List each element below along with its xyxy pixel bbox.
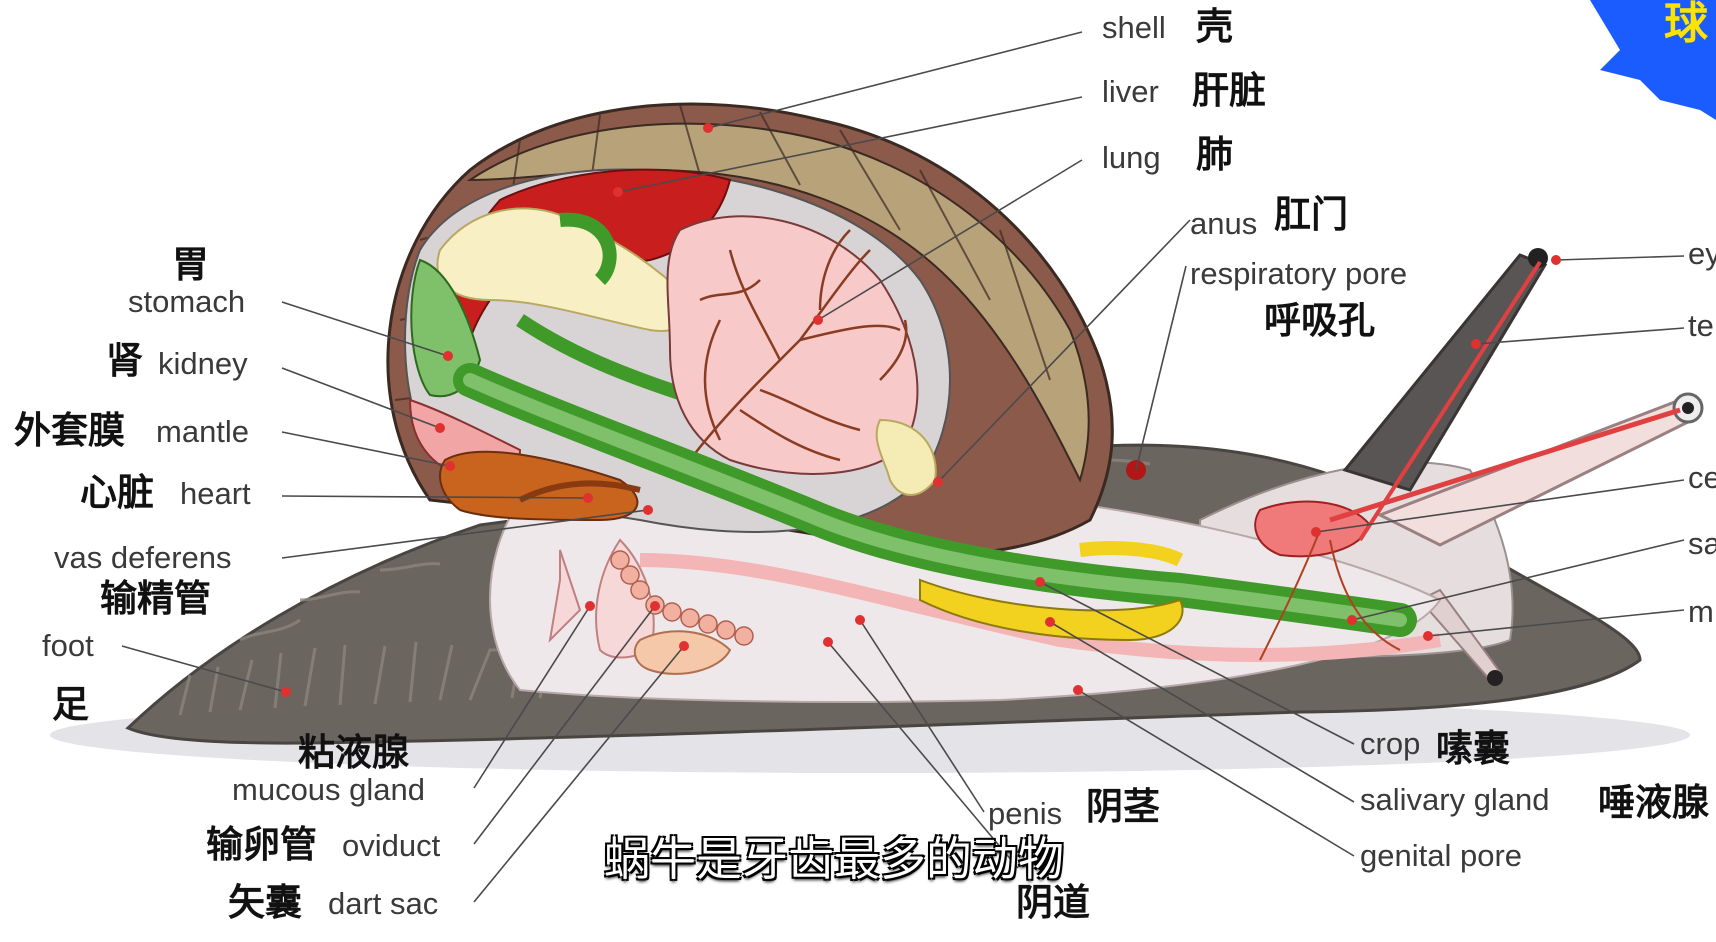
pin-dots bbox=[281, 123, 1561, 697]
label-salivary-gland-en: salivary gland bbox=[1360, 784, 1550, 815]
label-vagina-cn: 阴道 bbox=[1016, 884, 1090, 921]
video-subtitle: 蜗牛是牙齿最多的动物 bbox=[604, 836, 1064, 882]
label-salivary-gland-cn: 唾液腺 bbox=[1598, 784, 1709, 821]
label-respiratory-pore-en: respiratory pore bbox=[1190, 258, 1407, 289]
label-heart-en: heart bbox=[180, 478, 251, 509]
label-dart-sac-en: dart sac bbox=[328, 888, 438, 919]
label-tentacle-cut: te bbox=[1688, 310, 1714, 341]
label-cerebral-cut: ce bbox=[1688, 462, 1716, 493]
label-mucous-gland-cn: 粘液腺 bbox=[298, 734, 409, 771]
label-shell-en: shell bbox=[1102, 12, 1166, 43]
label-anus-cn: 肛门 bbox=[1274, 196, 1348, 233]
label-dart-sac-cn: 矢囊 bbox=[228, 884, 302, 921]
label-oviduct-cn: 输卵管 bbox=[206, 826, 317, 863]
label-foot-en: foot bbox=[42, 630, 94, 661]
label-eye-cut: ey bbox=[1688, 238, 1716, 269]
label-stomach-en: stomach bbox=[128, 286, 245, 317]
badge-text: 球 bbox=[1664, 2, 1708, 46]
label-mantle-cn: 外套膜 bbox=[14, 412, 125, 449]
label-genital-pore-en: genital pore bbox=[1360, 840, 1522, 871]
label-mouth-cut: m bbox=[1688, 596, 1714, 627]
label-foot-cn: 足 bbox=[52, 686, 89, 723]
label-lung-cn: 肺 bbox=[1196, 136, 1233, 173]
label-vas-deferens-en: vas deferens bbox=[54, 542, 232, 573]
label-lung-en: lung bbox=[1102, 142, 1161, 173]
label-oviduct-en: oviduct bbox=[342, 830, 440, 861]
label-respiratory-pore-cn: 呼吸孔 bbox=[1264, 302, 1375, 339]
label-vas-deferens-cn: 输精管 bbox=[100, 580, 211, 617]
label-crop-cn: 嗉囊 bbox=[1436, 730, 1510, 767]
label-liver-cn: 肝脏 bbox=[1192, 72, 1266, 109]
label-penis-cn: 阴茎 bbox=[1086, 788, 1160, 825]
label-crop-en: crop bbox=[1360, 728, 1420, 759]
label-salivary-cut: sa bbox=[1688, 528, 1716, 559]
label-penis-en: penis bbox=[988, 798, 1062, 829]
label-anus-en: anus bbox=[1190, 208, 1257, 239]
label-mantle-en: mantle bbox=[156, 416, 249, 447]
label-shell-cn: 壳 bbox=[1196, 8, 1233, 45]
label-liver-en: liver bbox=[1102, 76, 1159, 107]
label-kidney-en: kidney bbox=[158, 348, 248, 379]
label-mucous-gland-en: mucous gland bbox=[232, 774, 425, 805]
label-kidney-cn: 肾 bbox=[106, 342, 143, 379]
label-heart-cn: 心脏 bbox=[80, 474, 154, 511]
label-stomach-cn: 胃 bbox=[172, 246, 209, 283]
